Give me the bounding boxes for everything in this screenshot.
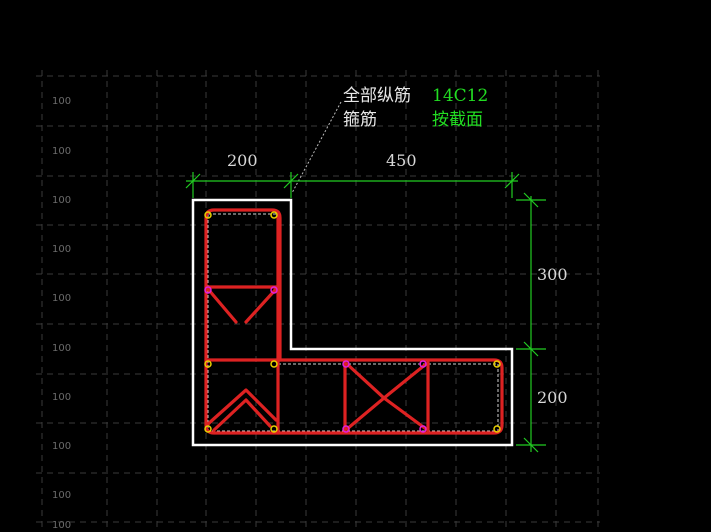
grid-label: 100	[52, 392, 72, 403]
grid-label: 100	[52, 343, 72, 354]
longitudinal-bar	[342, 425, 350, 433]
longitudinal-bar	[493, 425, 501, 433]
longitudinal-value[interactable]: 14C12	[432, 86, 489, 106]
outer-stirrup	[204, 208, 504, 435]
longitudinal-bar	[419, 360, 427, 368]
longitudinal-bar	[204, 286, 212, 294]
stirrup-hook-corner	[206, 388, 278, 432]
grid-label: 100	[52, 96, 72, 107]
stirrups[interactable]	[204, 208, 504, 435]
background-grid	[36, 70, 600, 532]
cover-line	[207, 213, 499, 432]
inner-stirrup-horizontal	[343, 360, 430, 433]
longitudinal-label: 全部纵筋	[343, 86, 411, 106]
section-outline[interactable]	[191, 198, 514, 447]
stirrup-label: 箍筋	[343, 110, 377, 130]
longitudinal-bar	[204, 360, 212, 368]
dimension-right-upper: 300	[537, 265, 568, 284]
longitudinal-bar	[270, 425, 278, 433]
dimension-right-lower: 200	[537, 388, 568, 407]
grid-label: 100	[52, 293, 72, 304]
stirrup-hook-horizontal	[345, 362, 428, 431]
grid-label: 100	[52, 195, 72, 206]
longitudinal-bars[interactable]	[204, 211, 501, 433]
grid-label: 100	[52, 520, 72, 531]
dimension-top-left: 200	[227, 151, 258, 170]
grid-label: 100	[52, 146, 72, 157]
longitudinal-bar	[419, 425, 427, 433]
longitudinal-bar	[270, 360, 278, 368]
leader-line	[291, 101, 342, 194]
longitudinal-bar	[342, 360, 350, 368]
longitudinal-bar	[204, 211, 212, 219]
grid-label: 100	[52, 441, 72, 452]
longitudinal-bar	[270, 211, 278, 219]
dimension-top-right: 450	[386, 151, 417, 170]
grid-label: 100	[52, 244, 72, 255]
grid-label: 100	[52, 490, 72, 501]
stirrup-hook-upper	[206, 287, 278, 324]
stirrup-value[interactable]: 按截面	[432, 110, 483, 130]
longitudinal-bar	[270, 286, 278, 294]
dimension-lines	[185, 172, 546, 453]
longitudinal-bar	[493, 360, 501, 368]
longitudinal-bar	[204, 425, 212, 433]
